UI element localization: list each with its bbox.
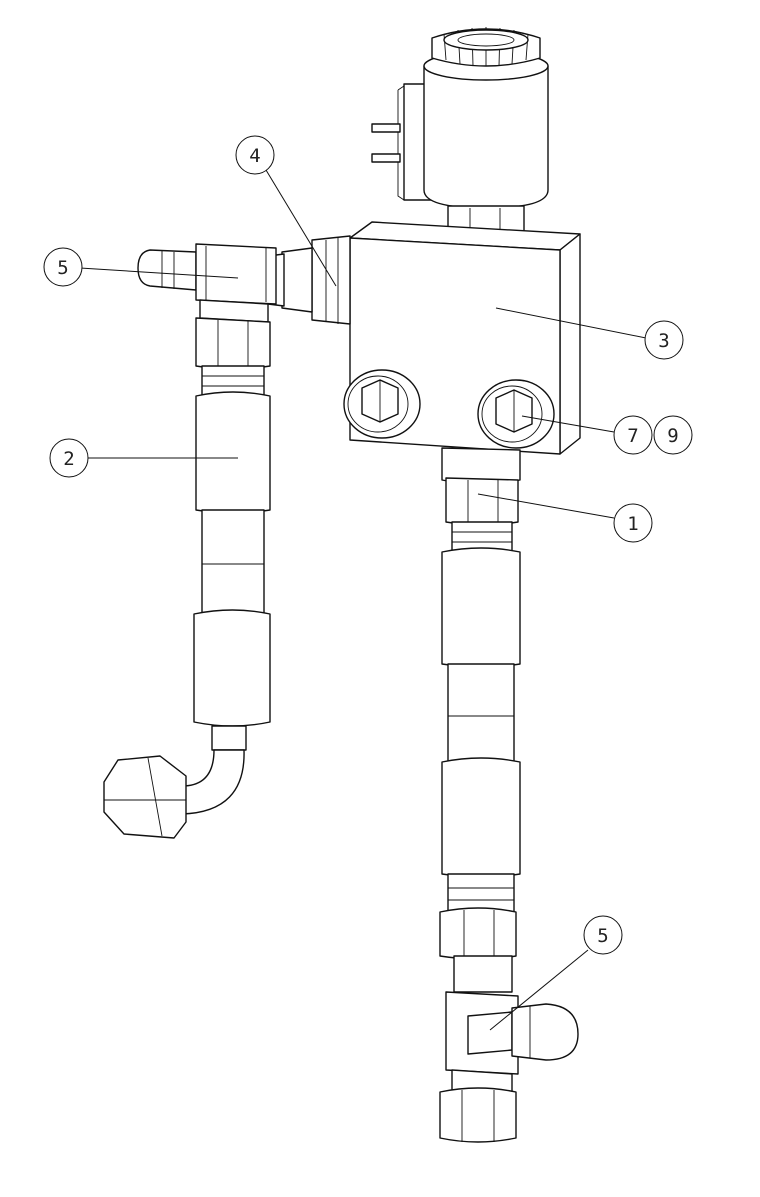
solenoid-coil	[371, 27, 549, 245]
leader-lines	[79, 169, 647, 1031]
callout-1: 1	[613, 503, 653, 543]
callout-label-2: 2	[63, 448, 74, 470]
hose-right	[439, 447, 521, 960]
callout-4: 4	[235, 135, 275, 175]
fitting-left-of-block	[267, 235, 351, 325]
callout-5-upper: 5	[43, 247, 83, 287]
callout-9: 9	[653, 415, 693, 455]
tee-fitting-lower	[439, 955, 579, 1143]
callout-label-3: 3	[658, 330, 669, 352]
callout-label-1: 1	[627, 513, 638, 535]
callout-label-7: 7	[627, 425, 638, 447]
hose-left	[103, 317, 271, 839]
valve-block	[343, 221, 581, 455]
callout-label-9: 9	[667, 425, 678, 447]
callout-label-5-lower: 5	[597, 925, 608, 947]
callout-3: 3	[644, 320, 684, 360]
callout-label-5-upper: 5	[57, 257, 68, 279]
tee-fitting-upper	[137, 243, 277, 323]
callout-label-4: 4	[249, 145, 260, 167]
callout-5-lower: 5	[583, 915, 623, 955]
callout-2: 2	[49, 438, 89, 478]
callout-7: 7	[613, 415, 653, 455]
